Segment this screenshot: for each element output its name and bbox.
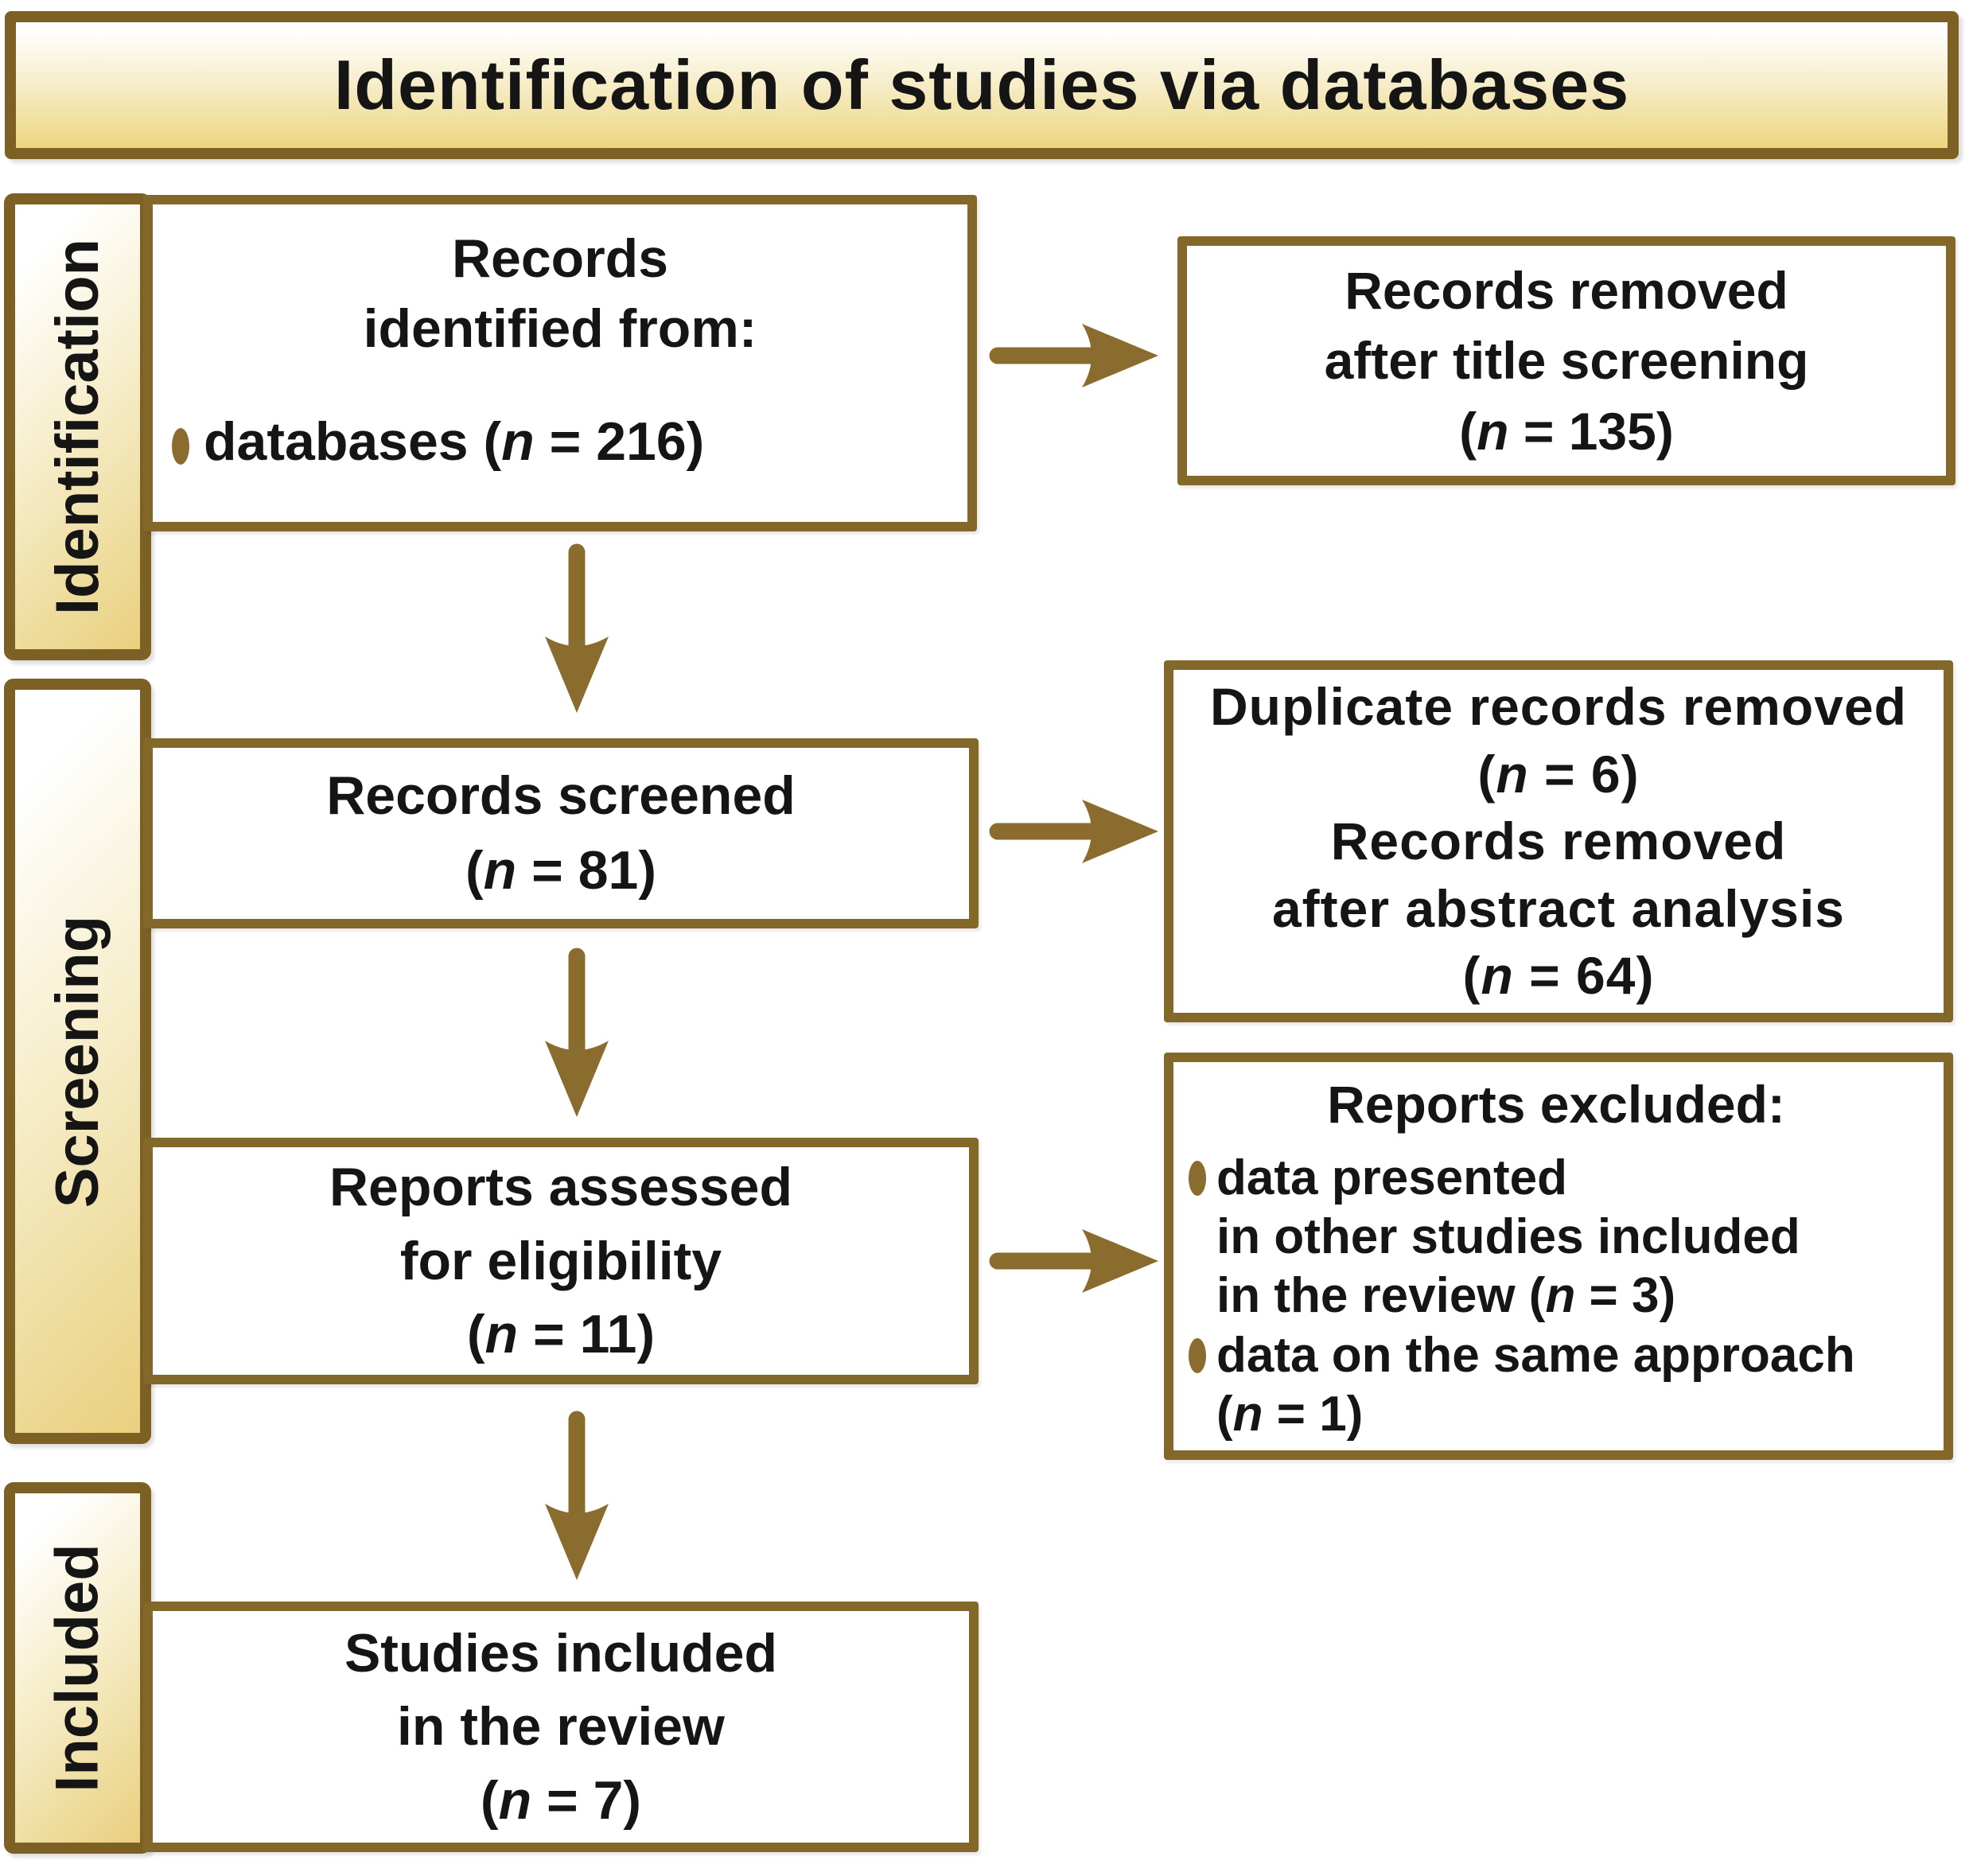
phase-label-identification: Identification: [4, 193, 151, 660]
phase-label-screening: Screening: [4, 679, 151, 1444]
down-arrow-icon: [545, 1411, 609, 1580]
diagram-title: Identification of studies via databases: [333, 45, 1630, 124]
bullet-dot-icon: [172, 427, 189, 465]
box-heading: Reports excluded:: [1327, 1075, 1785, 1134]
phase-label-text: Included: [44, 1543, 111, 1792]
bullet-item: data on the same approach(n = 1): [1186, 1326, 1926, 1445]
box-text: Duplicate records removed(n = 6)Records …: [1210, 677, 1907, 1006]
phase-label-text: Identification: [44, 239, 112, 615]
title-banner: Identification of studies via databases: [5, 11, 1959, 159]
bullet-item: databases (n = 216): [153, 411, 967, 473]
down-arrow-icon: [545, 543, 609, 713]
box-text: Records screened(n = 81): [326, 765, 796, 901]
box-records-screened: Records screened(n = 81): [143, 738, 979, 928]
phase-label-included: Included: [4, 1482, 151, 1854]
bullet-text: databases (n = 216): [204, 411, 705, 472]
down-arrow-icon: [545, 948, 609, 1117]
bullet-dot-icon: [1189, 1337, 1206, 1373]
phase-label-text: Screening: [44, 915, 111, 1208]
bullet-text: data on the same approach(n = 1): [1216, 1327, 1855, 1442]
right-arrow-icon: [989, 324, 1158, 387]
right-arrow-icon: [989, 800, 1158, 863]
box-duplicates-and-abstract-removed: Duplicate records removed(n = 6)Records …: [1164, 660, 1953, 1022]
right-arrow-icon: [989, 1229, 1158, 1293]
bullet-dot-icon: [1189, 1160, 1206, 1196]
